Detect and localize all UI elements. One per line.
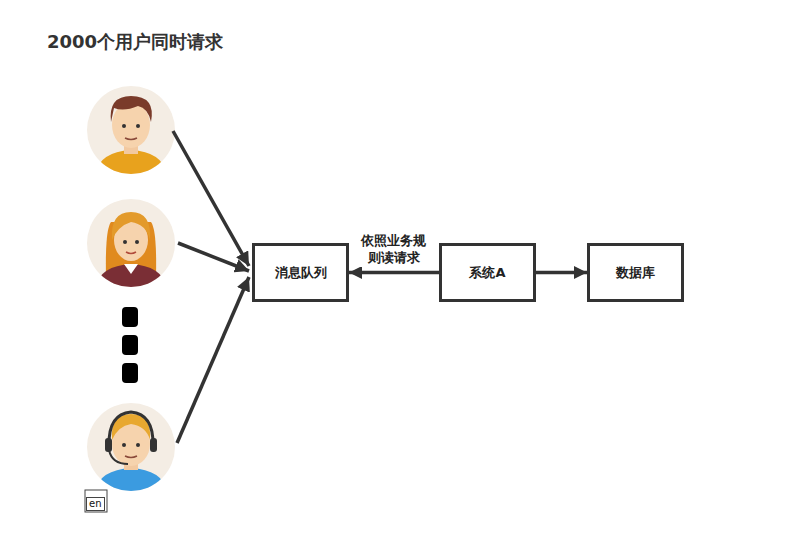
process-box: 数据库 bbox=[587, 243, 684, 302]
box-label: 系统A bbox=[469, 264, 505, 282]
box-label: 数据库 bbox=[616, 264, 655, 282]
ellipsis-dots bbox=[122, 307, 138, 383]
diagram-title: 2000个用户同时请求 bbox=[40, 30, 230, 54]
process-box: 消息队列 bbox=[252, 243, 349, 302]
process-box: 系统A bbox=[439, 243, 536, 302]
request-arrow bbox=[173, 131, 249, 443]
edge-label: 依照业务规则读请求 bbox=[360, 233, 429, 267]
ime-icon bbox=[85, 490, 107, 512]
icon-label: en bbox=[86, 497, 105, 511]
user-avatar bbox=[87, 199, 175, 290]
user-avatar bbox=[87, 403, 175, 493]
flow-arrow bbox=[536, 271, 587, 275]
user-avatar bbox=[87, 86, 175, 176]
flow-arrow bbox=[349, 271, 439, 275]
box-label: 消息队列 bbox=[275, 264, 327, 282]
